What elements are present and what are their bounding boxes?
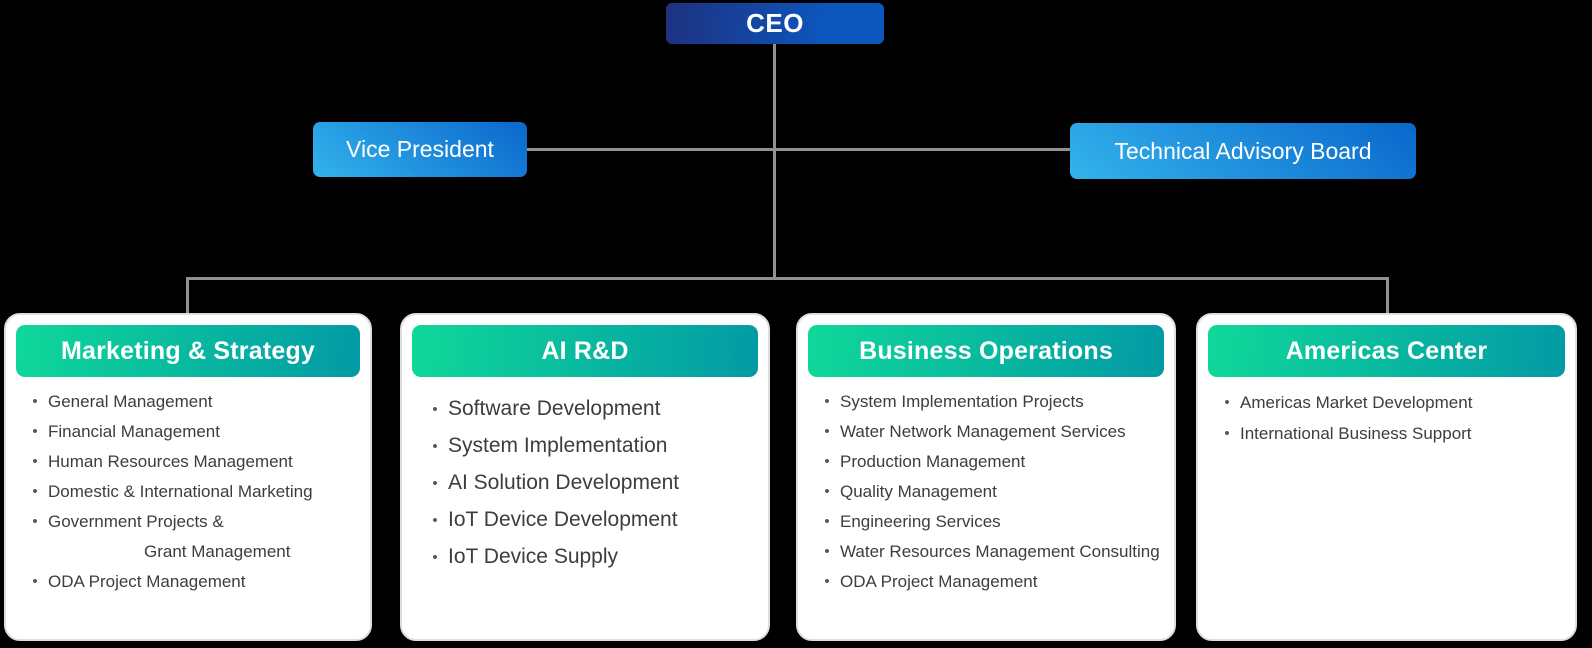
dept-list-item-text: ODA Project Management [840, 572, 1038, 591]
bullet-icon: • [32, 423, 38, 440]
dept-list-item-text: ODA Project Management [48, 572, 246, 591]
bullet-icon: • [32, 573, 38, 590]
dept-list-item-text: Production Management [840, 452, 1026, 471]
bullet-icon: • [32, 453, 38, 470]
dept-list-item: • Human Resources Management [22, 447, 362, 477]
bullet-icon: • [432, 438, 438, 455]
dept-list-item: • Americas Market Development [1214, 387, 1567, 418]
bullet-icon: • [824, 513, 830, 530]
bullet-icon: • [432, 549, 438, 566]
dept-list-item: • Financial Management [22, 417, 362, 447]
department-card-business-operations: Business Operations • System Implementati… [796, 313, 1176, 641]
bullet-icon: • [32, 483, 38, 500]
bullet-icon: • [824, 573, 830, 590]
bullet-icon: • [432, 512, 438, 529]
department-header: Marketing & Strategy [16, 325, 360, 377]
dept-list-item-text: IoT Device Development [448, 508, 678, 531]
dept-list-item-continuation: Grant Management [144, 542, 291, 561]
bullet-icon: • [824, 543, 830, 560]
dept-list-item-text: Water Resources Management Consulting [840, 542, 1160, 561]
dept-list-item: • Water Resources Management Consulting [814, 537, 1166, 567]
bullet-icon: • [1224, 394, 1230, 411]
bullet-icon: • [432, 475, 438, 492]
dept-list-item: • Domestic & International Marketing [22, 477, 362, 507]
dept-list-item-text: Government Projects & [48, 512, 224, 531]
department-card-ai-rd: AI R&D • Software Development • System Impl… [400, 313, 770, 641]
dept-list-item: • IoT Device Development [422, 502, 760, 539]
technical-advisory-board-label: Technical Advisory Board [1114, 137, 1372, 164]
department-list: • Americas Market Development • Internation… [1198, 387, 1575, 449]
department-title: Marketing & Strategy [60, 336, 316, 365]
department-list: • System Implementation Projects • Water Ne… [798, 387, 1174, 597]
department-card-marketing-strategy: Marketing & Strategy • General Management… [4, 313, 372, 641]
department-list: • General Management • Financial Management… [6, 387, 370, 597]
dept-list-item: • Water Network Management Services [814, 417, 1166, 447]
bullet-icon: • [32, 513, 38, 530]
dept-list-item-text: IoT Device Supply [448, 545, 619, 568]
dept-list-item: • ODA Project Management [22, 567, 362, 597]
dept-list-item: • Software Development [422, 391, 760, 428]
ceo-node: CEO [666, 3, 884, 44]
bullet-icon: • [432, 401, 438, 418]
bullet-icon: • [824, 453, 830, 470]
department-title: AI R&D [541, 336, 629, 365]
dept-list-item: • International Business Support [1214, 418, 1567, 449]
dept-list-item-text: Engineering Services [840, 512, 1001, 531]
dept-list-item-text: AI Solution Development [448, 471, 680, 494]
dept-list-item: • Production Management [814, 447, 1166, 477]
department-title: Americas Center [1285, 336, 1488, 365]
dept-list-item-text: Domestic & International Marketing [48, 482, 313, 501]
dept-list-item: • Engineering Services [814, 507, 1166, 537]
dept-list-item: • ODA Project Management [814, 567, 1166, 597]
connector-departments-horizontal [186, 277, 1389, 280]
connector-drop-left [186, 277, 189, 317]
connector-ceo-vertical [773, 40, 776, 280]
dept-list-item: • Quality Management [814, 477, 1166, 507]
ceo-label: CEO [746, 8, 804, 38]
department-header: Business Operations [808, 325, 1164, 377]
connector-drop-right [1386, 277, 1389, 317]
dept-list-item: • Government Projects & Grant Management [22, 507, 362, 567]
dept-list-item-text: Water Network Management Services [840, 422, 1126, 441]
dept-list-item-text: International Business Support [1240, 424, 1472, 443]
bullet-icon: • [32, 393, 38, 410]
department-title: Business Operations [859, 336, 1113, 365]
connector-exec-horizontal [525, 148, 1072, 151]
bullet-icon: • [824, 483, 830, 500]
bullet-icon: • [824, 393, 830, 410]
dept-list-item-text: Human Resources Management [48, 452, 293, 471]
bullet-icon: • [1224, 425, 1230, 442]
dept-list-item-text: Quality Management [840, 482, 997, 501]
dept-list-item-text: Software Development [448, 397, 661, 420]
department-card-americas-center: Americas Center • Americas Market Develop… [1196, 313, 1577, 641]
department-header: Americas Center [1208, 325, 1565, 377]
dept-list-item: • System Implementation [422, 428, 760, 465]
dept-list-item: • System Implementation Projects [814, 387, 1166, 417]
dept-list-item-text: General Management [48, 392, 213, 411]
dept-list-item: • AI Solution Development [422, 465, 760, 502]
dept-list-item-text: System Implementation Projects [840, 392, 1084, 411]
department-list: • Software Development • System Implementat… [402, 391, 768, 576]
dept-list-item-text: Americas Market Development [1240, 393, 1473, 412]
dept-list-item: • IoT Device Supply [422, 539, 760, 576]
dept-list-item-text: System Implementation [448, 434, 668, 457]
vice-president-node: Vice President [313, 122, 527, 177]
dept-list-item-text: Financial Management [48, 422, 220, 441]
vice-president-label: Vice President [346, 136, 494, 162]
bullet-icon: • [824, 423, 830, 440]
technical-advisory-board-node: Technical Advisory Board [1070, 123, 1416, 179]
dept-list-item: • General Management [22, 387, 362, 417]
department-header: AI R&D [412, 325, 758, 377]
